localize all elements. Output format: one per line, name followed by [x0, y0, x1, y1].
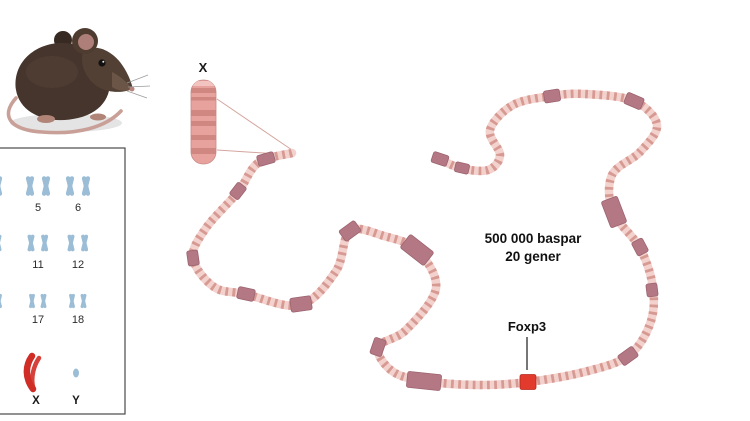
mouse-snout: [112, 72, 132, 91]
mouse-illustration: [6, 28, 151, 135]
mouse-whisker: [127, 85, 151, 88]
mouse-tail: [6, 96, 123, 135]
y-chromosome: [73, 368, 79, 378]
ideogram-label: X: [199, 60, 208, 75]
gene-block: [289, 295, 313, 313]
gene-block: [256, 151, 276, 167]
foxp3-callout: Foxp3: [508, 319, 546, 370]
karyotype-label: 11: [32, 259, 43, 271]
x-chromosome-red: [30, 355, 42, 390]
gene-block: [543, 88, 561, 104]
karyotype-label: 17: [32, 314, 44, 326]
x-chromosome-ideogram: X: [190, 60, 217, 165]
mouse-front-paw: [90, 113, 106, 121]
foxp3-label: Foxp3: [508, 319, 546, 334]
mouse-whisker: [126, 74, 149, 84]
dna-strand: [186, 88, 662, 391]
gene-block: [601, 196, 627, 228]
mouse-inner-ear: [78, 34, 94, 50]
karyotype-label: 6: [75, 202, 81, 214]
mouse-hind-paw: [37, 115, 55, 123]
karyotype-label: 5: [35, 202, 41, 214]
karyotype-panel: 5 6 11 12 17 18 X Y: [0, 147, 126, 415]
gene-block: [400, 234, 434, 266]
gene-block: [229, 182, 247, 200]
mouse-nose: [129, 86, 135, 92]
annotation-basepairs: 500 000 baspar: [485, 231, 583, 246]
gene-block: [338, 220, 362, 242]
ideogram-bands: [191, 81, 216, 154]
zoom-lines: [216, 98, 295, 156]
gene-block: [369, 337, 387, 357]
dna-strand-twists: [188, 89, 662, 390]
karyotype-label-y: Y: [72, 395, 80, 407]
karyotype-label: 18: [72, 314, 84, 326]
karyotype-panel-border: [0, 147, 126, 415]
foxp3-gene-block: [519, 374, 537, 390]
karyotype-label: 12: [72, 259, 84, 271]
gene-blocks-group: [186, 88, 659, 391]
strand-annotation: 500 000 baspar 20 gener: [485, 231, 583, 264]
karyotype-label-x: X: [32, 395, 40, 407]
mouse-eye-glint: [102, 60, 105, 63]
gene-block: [454, 161, 470, 175]
annotation-genes: 20 gener: [505, 249, 561, 264]
gene-block: [406, 371, 442, 391]
gene-block: [623, 92, 645, 110]
gene-block: [236, 286, 256, 302]
mouse-fur-highlight: [26, 56, 78, 88]
gene-block: [617, 346, 639, 366]
gene-block: [430, 151, 450, 167]
dna-strand-path: [188, 89, 662, 390]
gene-block: [186, 249, 200, 267]
gene-block: [631, 237, 649, 257]
gene-block: [645, 282, 659, 298]
mouse-eye: [98, 59, 106, 67]
mouse-whisker: [126, 90, 148, 99]
zoom-line-top: [216, 98, 293, 151]
